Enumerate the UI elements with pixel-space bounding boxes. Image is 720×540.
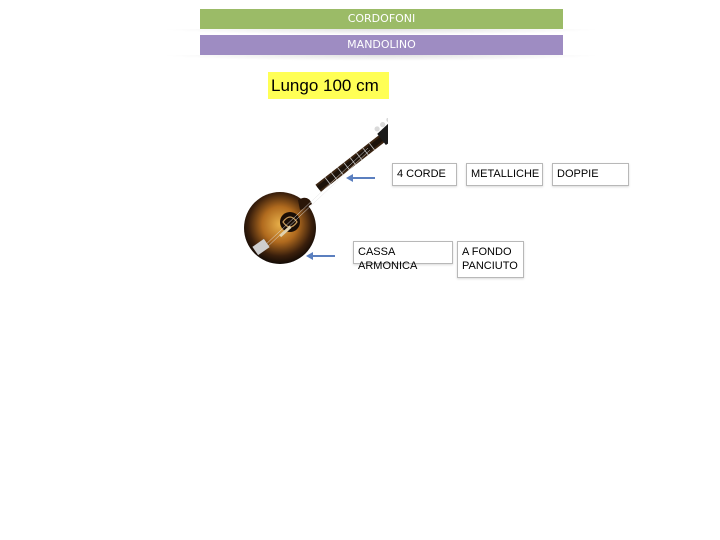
label-4-corde: 4 CORDE bbox=[392, 163, 457, 186]
arrow-strings bbox=[345, 172, 377, 184]
label-metalliche: METALLICHE bbox=[466, 163, 543, 186]
label-cassa-armonica: CASSA ARMONICA bbox=[353, 241, 453, 264]
category-banner: CORDOFONI bbox=[200, 9, 563, 29]
length-label: Lungo 100 cm bbox=[268, 72, 389, 99]
instrument-banner: MANDOLINO bbox=[200, 35, 563, 55]
label-doppie: DOPPIE bbox=[552, 163, 629, 186]
arrow-body bbox=[305, 250, 337, 262]
label-a-fondo-panciuto: A FONDO PANCIUTO bbox=[457, 241, 524, 278]
